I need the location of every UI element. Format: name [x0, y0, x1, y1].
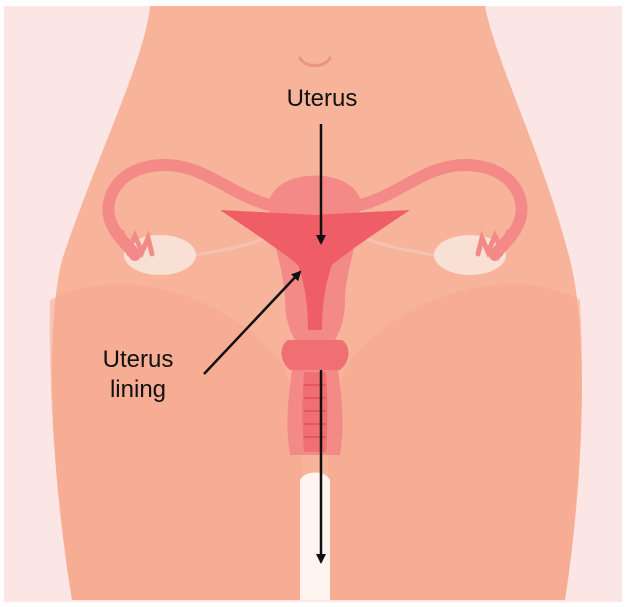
crotch-gap — [300, 473, 330, 601]
uterus-lining-label: Uterus lining — [88, 345, 188, 405]
cervix — [282, 340, 349, 370]
uterus-label: Uterus — [272, 84, 372, 114]
